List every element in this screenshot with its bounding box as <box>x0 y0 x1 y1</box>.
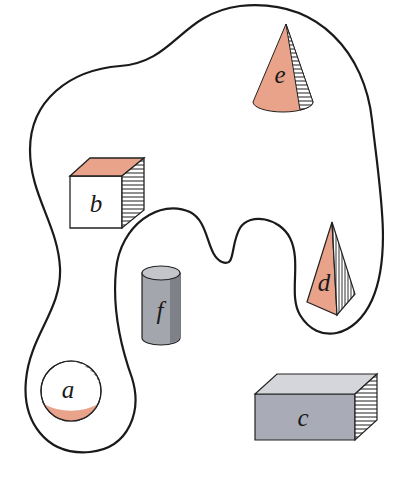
shape-letter: c <box>297 405 308 430</box>
shape-letter: f <box>157 298 164 323</box>
shape-letter: a <box>62 377 75 402</box>
pyramid-solid: d <box>302 222 358 318</box>
cube-solid: b <box>68 156 148 230</box>
cube-drawing <box>68 156 148 230</box>
box-solid: c <box>253 372 379 442</box>
region-outline <box>26 5 383 452</box>
cone-solid: e <box>248 24 318 116</box>
sphere-solid: a <box>38 358 104 424</box>
shape-letter: e <box>274 62 285 87</box>
box-drawing <box>253 372 379 442</box>
cylinder-solid: f <box>138 264 184 348</box>
shape-letter: b <box>90 191 103 216</box>
shape-letter: d <box>318 270 331 295</box>
